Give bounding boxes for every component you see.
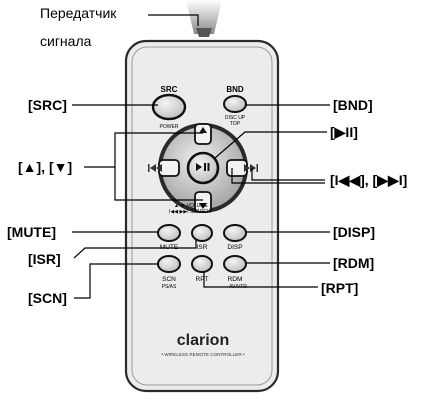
leader-next	[251, 168, 325, 181]
bnd-label: BND	[226, 85, 244, 94]
play-icon	[196, 163, 202, 171]
leader-scn	[74, 263, 158, 299]
power-label: POWER	[160, 124, 179, 130]
scn-label: SCN	[162, 276, 176, 283]
isr-label: ISR	[197, 244, 208, 251]
callout-src: [SRC]	[28, 97, 67, 113]
ir-emitter	[196, 28, 212, 37]
rdm-button[interactable]	[223, 255, 247, 273]
leader-prev	[231, 168, 325, 184]
isr-button[interactable]	[191, 224, 213, 242]
signal-beam	[186, 0, 222, 34]
psas-label: PS/AS	[162, 284, 177, 290]
up-button[interactable]	[194, 123, 212, 145]
mute-button[interactable]	[157, 224, 181, 242]
disc-up-label: DISC UP	[225, 115, 246, 121]
next-icon	[244, 164, 256, 172]
leader-isr	[73, 240, 197, 259]
volume-label: ▲ ▼ VOLUME	[174, 203, 208, 209]
brand-logo: clarion	[177, 332, 229, 349]
rpt-button[interactable]	[191, 255, 213, 273]
disp-label: DISP	[227, 244, 242, 251]
leader-lines	[72, 14, 330, 299]
rdm-label: RDM	[228, 276, 243, 283]
up-arrow-icon	[199, 127, 207, 133]
leader-rpt	[203, 272, 318, 288]
callout-up-down: [▲], [▼]	[18, 159, 73, 175]
src-label: SRC	[161, 85, 178, 94]
callout-scn: [SCN]	[28, 290, 67, 306]
leader-play	[214, 131, 327, 159]
callout-rdm: [RDM]	[333, 255, 375, 271]
search-label: I◀◀ ▶▶I SEARCH	[169, 209, 211, 215]
down-button[interactable]	[194, 191, 212, 213]
callout-prev-next: [I◀◀], [▶▶I]	[330, 172, 408, 188]
callout-isr: [ISR]	[28, 251, 61, 267]
callout-play-pause: [▶II]	[330, 124, 358, 140]
callout-rpt: [RPT]	[321, 280, 359, 296]
src-button[interactable]	[151, 93, 187, 121]
pause-icon	[204, 163, 206, 171]
scn-button[interactable]	[157, 255, 181, 273]
rpt-label: RPT	[196, 276, 209, 283]
play-pause-button[interactable]	[186, 151, 220, 185]
caption-line-1: Передатчик	[40, 5, 117, 21]
bnd-button[interactable]	[223, 95, 247, 113]
callout-disp: [DISP]	[333, 224, 375, 240]
callout-bnd: [BND]	[333, 97, 373, 113]
caption-line-2: сигнала	[40, 33, 92, 49]
remote-body-inner	[131, 46, 273, 386]
down-arrow-icon	[199, 203, 207, 209]
prev-icon	[150, 164, 162, 172]
leader-updown-bracket	[114, 132, 203, 201]
model-label: • WIRELESS REMOTE CONTROLLER •	[161, 352, 245, 357]
top-label: TOP	[230, 121, 241, 127]
leader-emitter	[148, 14, 199, 26]
disp-button[interactable]	[223, 224, 247, 242]
callout-mute: [MUTE]	[7, 224, 56, 240]
remote-body	[124, 39, 280, 393]
